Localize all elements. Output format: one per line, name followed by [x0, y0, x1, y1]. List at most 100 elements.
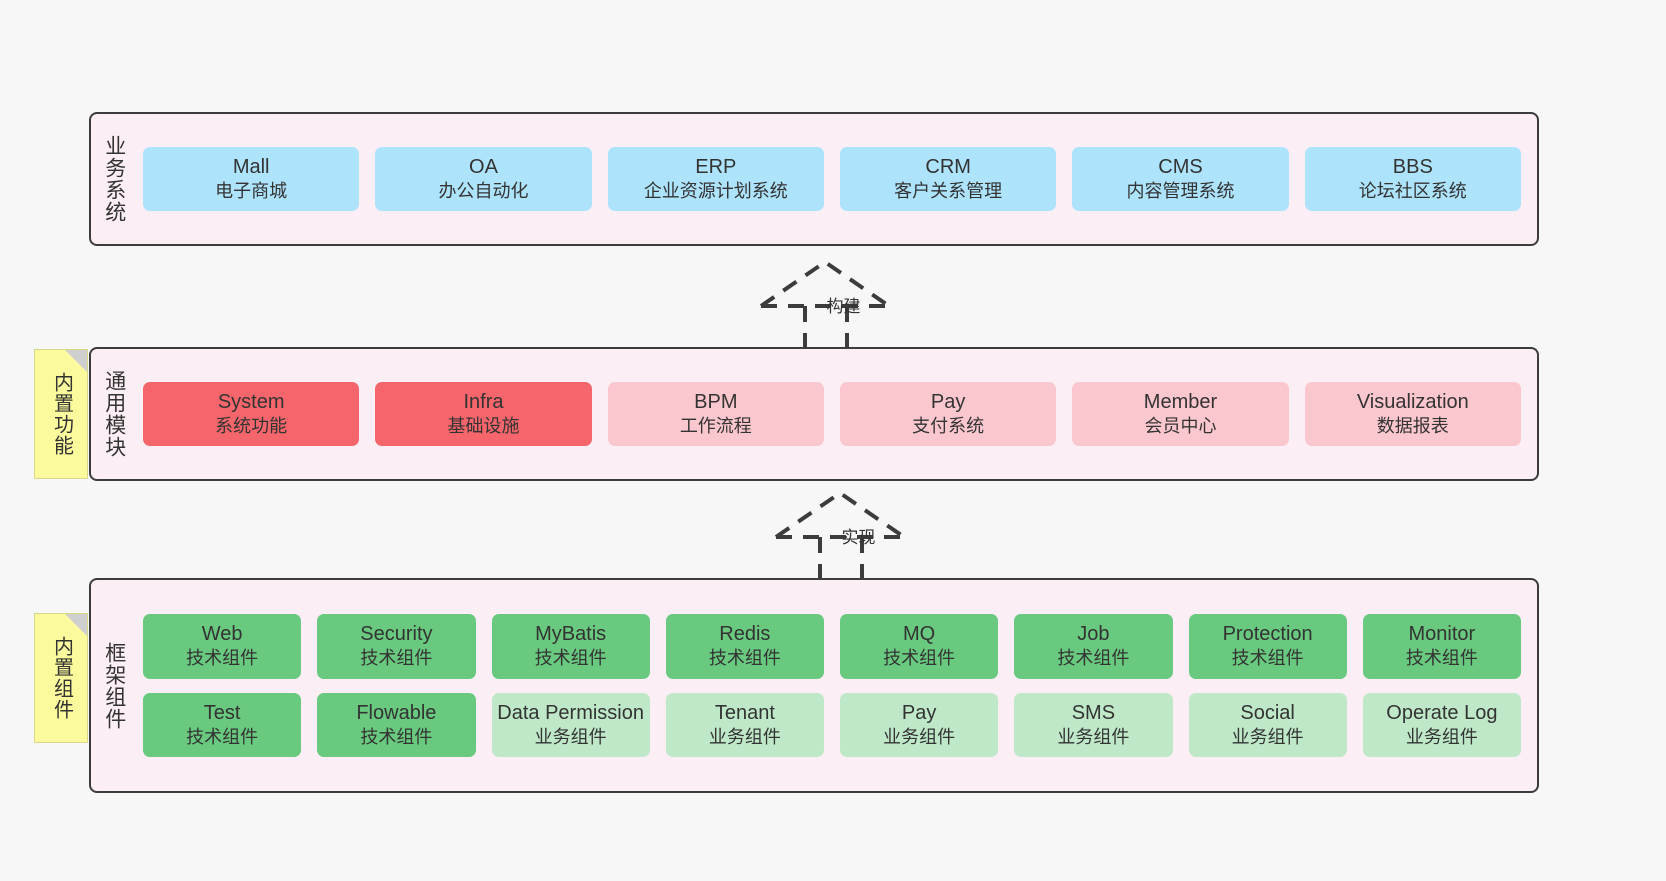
card-title: Infra [463, 390, 504, 413]
layer-title-business-systems: 业务系统 [102, 135, 126, 223]
card-subtitle: 企业资源计划系统 [643, 181, 788, 202]
card-mq[interactable]: MQ 技术组件 [840, 613, 999, 679]
card-cms[interactable]: CMS 内容管理系统 [1072, 146, 1289, 212]
card-social[interactable]: Social 业务组件 [1188, 692, 1347, 758]
card-title: BBS [1392, 155, 1433, 178]
card-subtitle: 技术组件 [708, 648, 781, 669]
connector-label: 构建 [826, 297, 861, 316]
card-subtitle: 技术组件 [360, 648, 433, 669]
card-title: Test [203, 701, 241, 724]
layer-body-framework-components: Web 技术组件 Security 技术组件 MyBatis 技术组件 Redi… [137, 580, 1537, 791]
card-subtitle: 业务组件 [883, 727, 956, 748]
card-pay-component[interactable]: Pay 业务组件 [840, 692, 999, 758]
card-job[interactable]: Job 技术组件 [1014, 613, 1173, 679]
card-title: Job [1077, 622, 1110, 645]
card-bbs[interactable]: BBS 论坛社区系统 [1304, 146, 1521, 212]
card-title: Data Permission [497, 701, 644, 724]
card-mybatis[interactable]: MyBatis 技术组件 [491, 613, 650, 679]
sticky-note-builtin-features: 内置功能 [34, 349, 88, 479]
layer-business-systems: 业务系统 Mall 电子商城 OA 办公自动化 ERP 企业资源计划系统 CRM… [89, 112, 1539, 246]
card-crm[interactable]: CRM 客户关系管理 [839, 146, 1057, 212]
card-subtitle: 业务组件 [1405, 727, 1478, 748]
layer-title-common-modules: 通用模块 [102, 370, 126, 458]
card-title: CMS [1158, 155, 1203, 178]
card-oa[interactable]: OA 办公自动化 [375, 146, 592, 212]
card-title: Security [360, 622, 433, 645]
card-subtitle: 业务组件 [1231, 727, 1304, 748]
card-subtitle: 技术组件 [186, 727, 259, 748]
card-title: Social [1240, 701, 1295, 724]
card-title: BPM [694, 390, 738, 413]
connector-label: 实现 [841, 528, 876, 547]
card-title: CRM [925, 155, 971, 178]
layer-common-modules: 通用模块 System 系统功能 Infra 基础设施 BPM 工作流程 Pay… [89, 347, 1539, 481]
card-operate-log[interactable]: Operate Log 业务组件 [1362, 692, 1521, 758]
card-subtitle: 业务组件 [534, 727, 607, 748]
card-monitor[interactable]: Monitor 技术组件 [1362, 613, 1521, 679]
card-subtitle: 技术组件 [1057, 648, 1130, 669]
card-infra[interactable]: Infra 基础设施 [375, 381, 592, 447]
card-visualization[interactable]: Visualization 数据报表 [1304, 381, 1521, 447]
card-title: Protection [1222, 622, 1313, 645]
page-fold-icon [65, 614, 87, 636]
card-subtitle: 业务组件 [708, 727, 781, 748]
card-redis[interactable]: Redis 技术组件 [665, 613, 824, 679]
card-title: Redis [719, 622, 771, 645]
card-subtitle: 电子商城 [215, 181, 288, 202]
card-subtitle: 技术组件 [534, 648, 607, 669]
sticky-note-label: 内置组件 [50, 636, 73, 720]
card-flowable[interactable]: Flowable 技术组件 [317, 692, 476, 758]
connector-implement: 实现 [772, 489, 942, 585]
card-title: Mall [232, 155, 270, 178]
card-title: Member [1143, 390, 1218, 413]
card-subtitle: 客户关系管理 [894, 181, 1003, 202]
card-title: SMS [1071, 701, 1116, 724]
card-subtitle: 系统功能 [215, 416, 288, 437]
card-tenant[interactable]: Tenant 业务组件 [665, 692, 824, 758]
card-subtitle: 论坛社区系统 [1358, 181, 1467, 202]
card-subtitle: 会员中心 [1144, 416, 1217, 437]
connector-build: 构建 [757, 258, 927, 354]
layer-framework-components: 框架组件 Web 技术组件 Security 技术组件 MyBatis 技术组件… [89, 578, 1539, 793]
card-title: MyBatis [535, 622, 607, 645]
card-title: Operate Log [1386, 701, 1498, 724]
card-subtitle: 技术组件 [360, 727, 433, 748]
card-protection[interactable]: Protection 技术组件 [1188, 613, 1347, 679]
card-system[interactable]: System 系统功能 [143, 381, 360, 447]
card-subtitle: 数据报表 [1376, 416, 1449, 437]
card-erp[interactable]: ERP 企业资源计划系统 [607, 146, 824, 212]
sticky-note-label: 内置功能 [50, 372, 73, 456]
layer-title-framework-components: 框架组件 [102, 641, 126, 730]
card-subtitle: 内容管理系统 [1126, 181, 1235, 202]
card-title: Tenant [714, 701, 775, 724]
card-subtitle: 技术组件 [883, 648, 956, 669]
card-title: Flowable [356, 701, 437, 724]
card-subtitle: 业务组件 [1057, 727, 1130, 748]
layer-body-business-systems: Mall 电子商城 OA 办公自动化 ERP 企业资源计划系统 CRM 客户关系… [137, 114, 1537, 244]
card-title: ERP [695, 155, 737, 178]
card-row: Web 技术组件 Security 技术组件 MyBatis 技术组件 Redi… [143, 613, 1521, 679]
card-member[interactable]: Member 会员中心 [1072, 381, 1289, 447]
page-fold-icon [65, 350, 87, 372]
card-security[interactable]: Security 技术组件 [317, 613, 476, 679]
card-bpm[interactable]: BPM 工作流程 [607, 381, 824, 447]
card-row: Mall 电子商城 OA 办公自动化 ERP 企业资源计划系统 CRM 客户关系… [143, 146, 1521, 212]
card-title: Pay [930, 390, 966, 413]
card-data-permission[interactable]: Data Permission 业务组件 [491, 692, 650, 758]
card-title: Web [201, 622, 243, 645]
card-subtitle: 办公自动化 [438, 181, 529, 202]
card-title: Pay [901, 701, 937, 724]
card-subtitle: 技术组件 [1405, 648, 1478, 669]
card-subtitle: 技术组件 [1231, 648, 1304, 669]
card-mall[interactable]: Mall 电子商城 [143, 146, 360, 212]
card-subtitle: 基础设施 [447, 416, 520, 437]
card-title: MQ [903, 622, 936, 645]
card-pay[interactable]: Pay 支付系统 [839, 381, 1057, 447]
card-sms[interactable]: SMS 业务组件 [1014, 692, 1173, 758]
card-test[interactable]: Test 技术组件 [143, 692, 302, 758]
card-subtitle: 技术组件 [186, 648, 259, 669]
card-row: System 系统功能 Infra 基础设施 BPM 工作流程 Pay 支付系统… [143, 381, 1521, 447]
sticky-note-builtin-components: 内置组件 [34, 613, 88, 743]
card-title: Visualization [1356, 390, 1469, 413]
card-web[interactable]: Web 技术组件 [143, 613, 302, 679]
